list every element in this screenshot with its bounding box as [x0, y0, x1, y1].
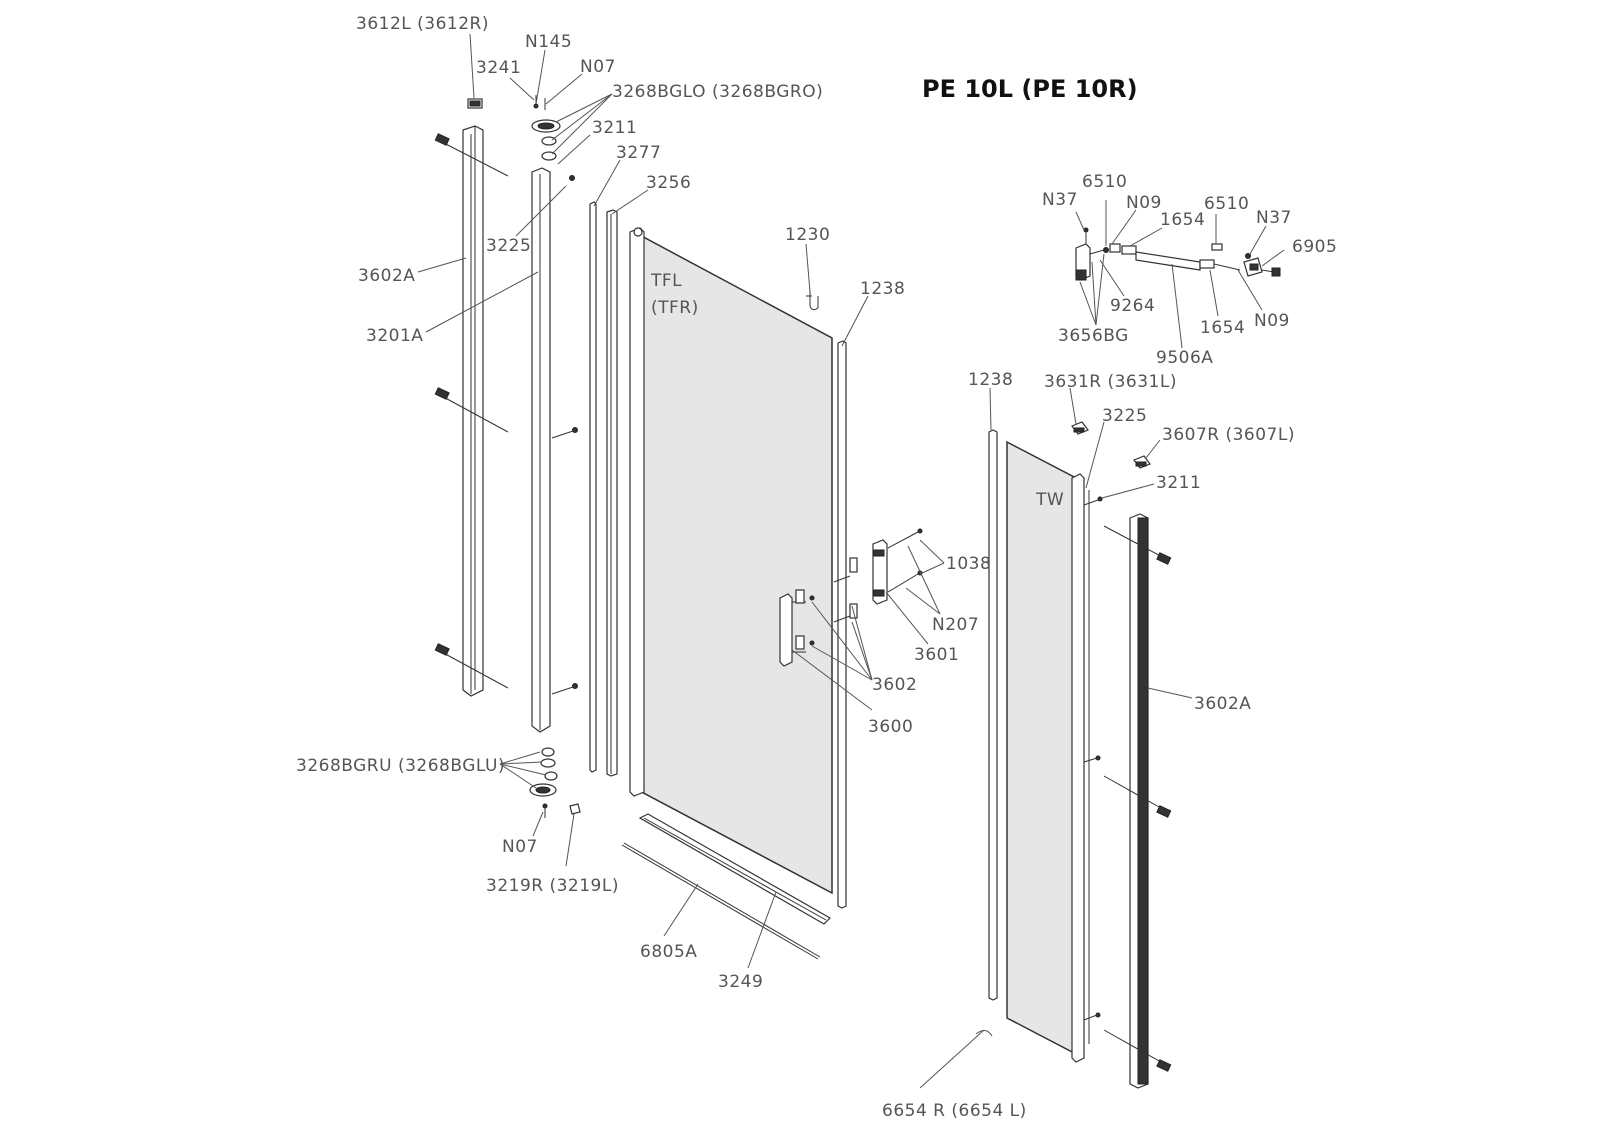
label-1238-mid: 1238	[860, 279, 905, 299]
tfr-label: (TFR)	[651, 298, 699, 318]
label-1238-right: 1238	[968, 370, 1013, 390]
tfl-label: TFL	[650, 271, 682, 291]
profile-1238-right	[988, 429, 998, 1001]
label-3602: 3602	[872, 675, 917, 695]
wall-screw	[1103, 775, 1172, 818]
label-3256: 3256	[646, 173, 691, 193]
wall-profile-left	[434, 125, 509, 697]
label-3277: 3277	[616, 143, 661, 163]
wall-screw	[1103, 1029, 1172, 1072]
label-3601: 3601	[914, 645, 959, 665]
label-6510-right: 6510	[1204, 194, 1249, 214]
door-glass-tfl: TFL (TFR)	[629, 227, 833, 895]
wall-screw	[434, 643, 509, 689]
label-3268bglo: 3268BGLO (3268BGRO)	[612, 82, 823, 102]
stabilizer-bar-assembly	[1075, 227, 1281, 281]
label-n09-bottom: N09	[1254, 311, 1290, 331]
label-3268bgru: 3268BGRU (3268BGLU)	[296, 756, 505, 776]
tw-label: TW	[1035, 490, 1064, 510]
label-n37-right: N37	[1256, 208, 1292, 228]
profile-1238-mid	[837, 340, 847, 909]
bottom-hinge-assembly	[529, 747, 581, 818]
label-3225-left: 3225	[486, 236, 531, 256]
label-3219r: 3219R (3219L)	[486, 876, 619, 896]
label-1038: 1038	[946, 554, 991, 574]
label-3602a-right: 3602A	[1194, 694, 1251, 714]
label-3607r: 3607R (3607L)	[1162, 425, 1295, 445]
diagram-title: PE 10L (PE 10R)	[922, 75, 1138, 103]
wall-screw	[1103, 525, 1172, 565]
label-3225-right: 3225	[1102, 406, 1147, 426]
label-3249: 3249	[718, 972, 763, 992]
label-3211-right: 3211	[1156, 473, 1201, 493]
label-3201a: 3201A	[366, 326, 423, 346]
label-3241: 3241	[476, 58, 521, 78]
right-top-caps	[1071, 421, 1151, 469]
label-1230: 1230	[785, 225, 830, 245]
label-3631r: 3631R (3631L)	[1044, 372, 1177, 392]
label-9264: 9264	[1110, 296, 1155, 316]
fixed-glass-tw: TW	[1006, 440, 1103, 1063]
label-6654r: 6654 R (6654 L)	[882, 1101, 1027, 1121]
label-6905: 6905	[1292, 237, 1337, 257]
bottom-seal	[621, 813, 831, 960]
label-1654-bottom: 1654	[1200, 318, 1245, 338]
wall-screw	[434, 133, 509, 177]
hook-1230	[806, 290, 819, 311]
label-n207: N207	[932, 615, 979, 635]
seal-profiles	[589, 201, 618, 777]
wall-screw	[434, 387, 509, 433]
label-6510-left: 6510	[1082, 172, 1127, 192]
handle-3601	[833, 528, 923, 623]
label-3612l: 3612L (3612R)	[356, 14, 489, 34]
label-n07-top: N07	[580, 57, 616, 77]
leader-lines	[417, 33, 1285, 1089]
hinge-profile-3201a	[531, 167, 578, 733]
label-n07-bottom: N07	[502, 837, 538, 857]
label-1654-top: 1654	[1160, 210, 1205, 230]
label-3600: 3600	[868, 717, 913, 737]
wall-profile-right	[1103, 513, 1172, 1089]
handle-3600	[779, 589, 815, 667]
label-9506a: 9506A	[1156, 348, 1213, 368]
label-6805a: 6805A	[640, 942, 697, 962]
label-3656bg: 3656BG	[1058, 326, 1129, 346]
top-hinge-assembly	[467, 95, 561, 161]
part-labels: 3612L (3612R) N145 3241 N07 3268BGLO (32…	[296, 14, 1337, 1121]
label-n145: N145	[525, 32, 572, 52]
label-n09-top: N09	[1126, 193, 1162, 213]
label-3602a-left: 3602A	[358, 266, 415, 286]
label-n37-left: N37	[1042, 190, 1078, 210]
label-3211-left: 3211	[592, 118, 637, 138]
